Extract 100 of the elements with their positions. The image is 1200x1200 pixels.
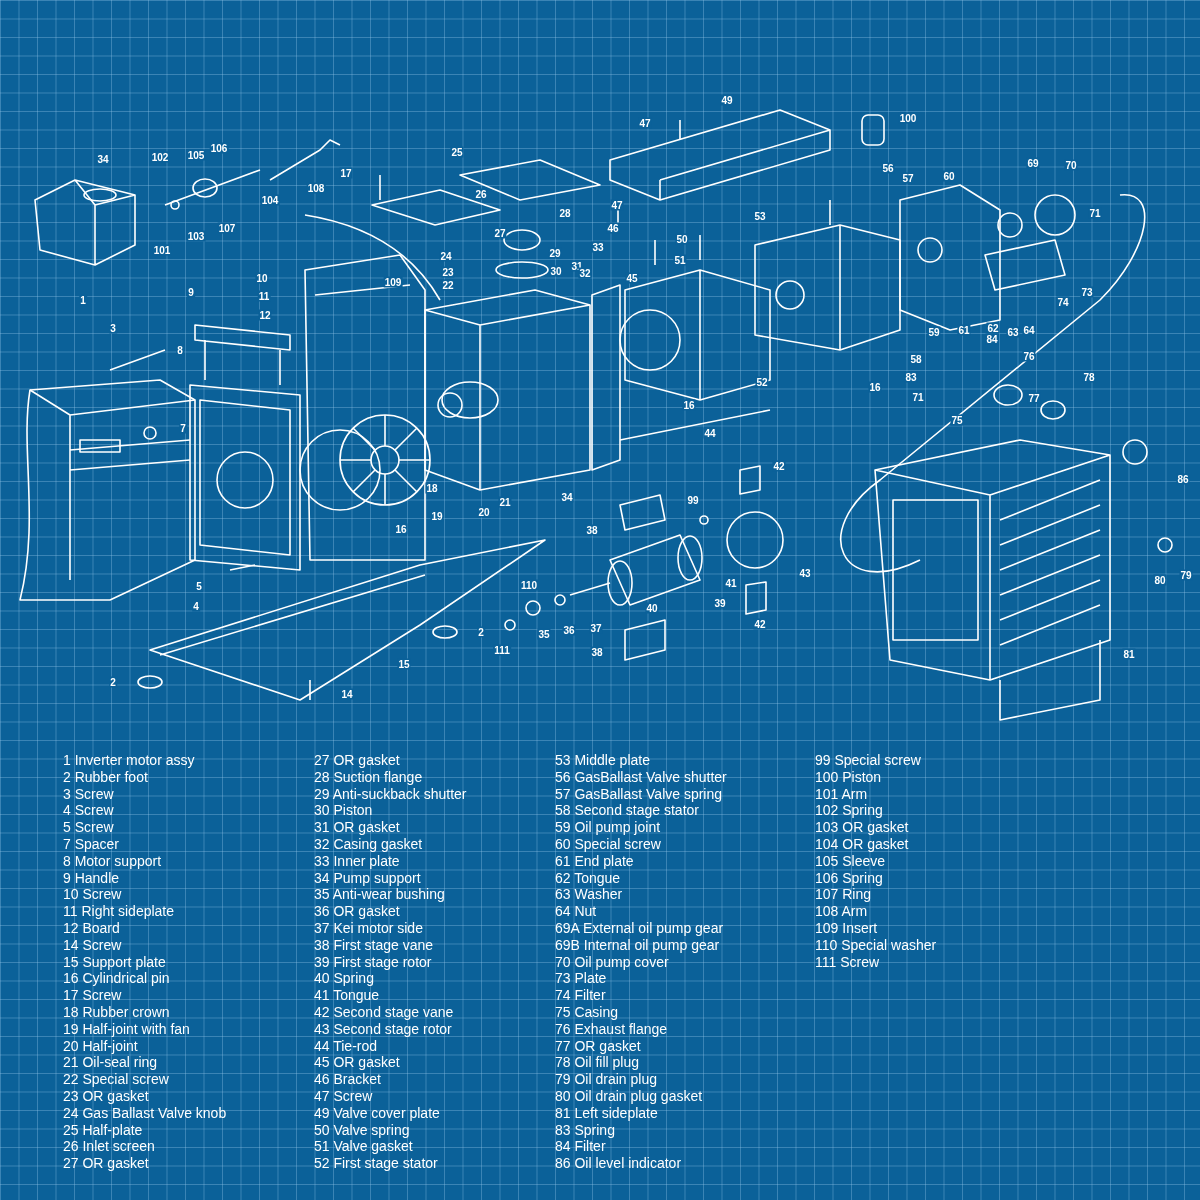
callout-number: 76 (1022, 350, 1036, 362)
callout-number: 26 (474, 188, 488, 200)
parts-list-entry: 56 GasBallast Valve shutter (555, 768, 727, 785)
callout-number: 84 (985, 333, 999, 345)
callout-number: 36 (562, 624, 576, 636)
callout-number: 50 (675, 233, 689, 245)
callout-number: 71 (911, 391, 925, 403)
parts-list-entry: 7 Spacer (63, 836, 120, 852)
callout-number: 16 (394, 523, 408, 535)
callout-number: 105 (186, 149, 206, 161)
parts-list-entry: 18 Rubber crown (63, 1004, 170, 1020)
callout-number: 30 (549, 265, 563, 277)
parts-list-entry: 63 Washer (555, 886, 623, 903)
parts-list-entry: 47 Screw (314, 1088, 373, 1104)
parts-list-entry: 60 Special screw (555, 836, 661, 852)
parts-list-entry: 16 Cylindrical pin (63, 970, 170, 987)
callout-number: 51 (673, 254, 687, 266)
parts-list-entry: 108 Arm (815, 903, 868, 920)
parts-list-entry: 27 OR gasket (63, 1155, 149, 1172)
callout-number: 19 (430, 510, 444, 522)
callout-number: 10 (255, 272, 269, 284)
callout-number: 46 (606, 222, 620, 234)
callout-number: 47 (638, 117, 652, 129)
parts-list-entry: 83 Spring (555, 1121, 615, 1138)
parts-list-entry: 61 End plate (555, 852, 634, 869)
callout-number: 37 (589, 622, 603, 634)
callout-number: 40 (645, 602, 659, 614)
callout-number: 53 (753, 210, 767, 222)
callout-number: 56 (881, 162, 895, 174)
parts-list-entry: 51 Valve gasket (314, 1138, 413, 1155)
parts-list-entry: 25 Half-plate (63, 1121, 143, 1138)
callout-number: 45 (625, 272, 639, 284)
callout-number: 28 (558, 207, 572, 219)
parts-list-entry: 38 First stage vane (314, 936, 434, 953)
callout-number: 81 (1122, 648, 1136, 660)
parts-list-entry: 75 Casing (555, 1004, 619, 1020)
parts-list-entry: 12 Board (63, 920, 120, 936)
parts-list-entry: 109 Insert (815, 920, 878, 936)
parts-list-entry: 69B Internal oil pump gear (555, 936, 720, 953)
parts-list-entry: 81 Left sideplate (555, 1104, 658, 1121)
parts-list-entry: 32 Casing gasket (314, 836, 423, 852)
parts-list-entry: 78 Oil fill plug (555, 1054, 640, 1071)
callout-number: 79 (1179, 569, 1193, 581)
callout-number: 106 (209, 142, 229, 154)
callout-number: 101 (152, 244, 172, 256)
callout-number: 33 (591, 241, 605, 253)
callout-number: 64 (1022, 324, 1036, 336)
callout-number: 78 (1082, 371, 1096, 383)
parts-list-entry: 26 Inlet screen (63, 1138, 155, 1155)
parts-list-entry: 53 Middle plate (555, 752, 650, 768)
callout-number: 102 (150, 151, 170, 163)
callout-number: 57 (901, 172, 915, 184)
callout-number: 9 (187, 286, 195, 298)
callout-number: 1 (79, 294, 87, 306)
callout-number: 109 (383, 276, 403, 288)
parts-list-entry: 22 Special screw (63, 1071, 169, 1088)
callout-number: 29 (548, 247, 562, 259)
callout-number: 27 (493, 227, 507, 239)
callout-number: 4 (192, 600, 200, 612)
parts-list-entry: 73 Plate (555, 970, 607, 987)
parts-list-entry: 4 Screw (63, 802, 114, 819)
callout-number: 18 (425, 482, 439, 494)
callout-number: 23 (441, 266, 455, 278)
parts-list-entry: 70 Oil pump cover (555, 953, 669, 970)
callout-number: 2 (109, 676, 117, 688)
parts-list-entry: 28 Suction flange (314, 768, 423, 785)
parts-list-entry: 44 Tie-rod (314, 1037, 378, 1054)
parts-list-entry: 39 First stage rotor (314, 953, 432, 970)
callout-number: 63 (1006, 326, 1020, 338)
callout-number: 25 (450, 146, 464, 158)
callout-number: 35 (537, 628, 551, 640)
callout-number: 61 (957, 324, 971, 336)
callout-number: 83 (904, 371, 918, 383)
parts-list-entry: 23 OR gasket (63, 1088, 149, 1104)
parts-list-entry: 99 Special screw (815, 752, 921, 768)
parts-list-entry: 35 Anti-wear bushing (314, 886, 445, 903)
parts-list-entry: 29 Anti-suckback shutter (314, 785, 467, 802)
parts-list-entry: 10 Screw (63, 886, 122, 903)
parts-list-entry: 69A External oil pump gear (555, 920, 724, 936)
parts-list-entry: 21 Oil-seal ring (63, 1054, 158, 1071)
callout-number: 12 (258, 309, 272, 321)
callout-number: 49 (720, 94, 734, 106)
parts-list-entry: 34 Pump support (314, 869, 421, 886)
parts-list-entry: 11 Right sideplate (63, 903, 175, 920)
callout-number: 59 (927, 326, 941, 338)
callout-number: 80 (1153, 574, 1167, 586)
parts-list-entry: 40 Spring (314, 970, 374, 987)
callout-number: 100 (898, 112, 918, 124)
callout-number: 62 (986, 322, 1000, 334)
callout-number: 86 (1176, 473, 1190, 485)
callout-number: 75 (950, 414, 964, 426)
callout-number: 5 (195, 580, 203, 592)
parts-list-entry: 102 Spring (815, 802, 883, 819)
parts-list-entry: 27 OR gasket (314, 752, 400, 768)
callout-number: 20 (477, 506, 491, 518)
parts-list-entry: 9 Handle (63, 869, 120, 886)
parts-list-entry: 50 Valve spring (314, 1121, 410, 1138)
parts-list-entry: 74 Filter (555, 987, 606, 1004)
callout-number: 43 (798, 567, 812, 579)
parts-list-entry: 105 Sleeve (815, 852, 886, 869)
